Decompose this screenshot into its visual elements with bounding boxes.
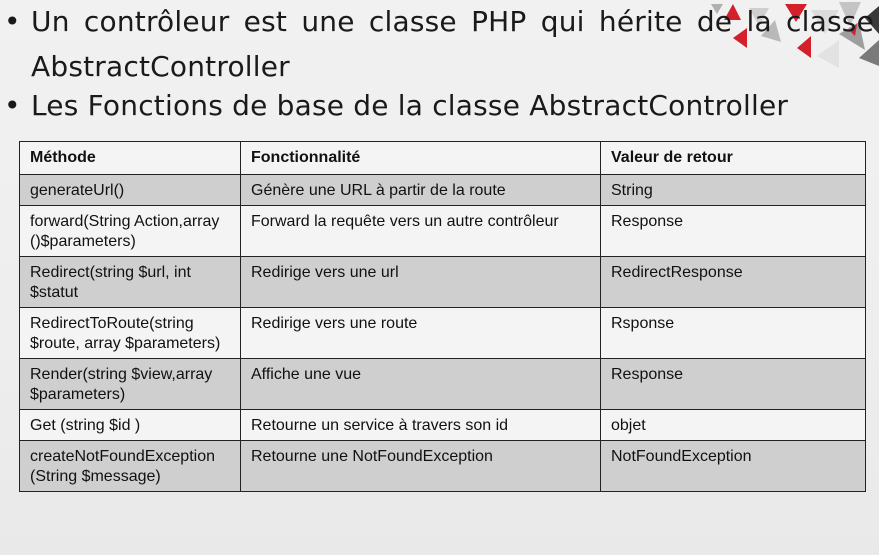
decor-triangle: [817, 40, 839, 68]
bullet-text: Un contrôleur est une classe PHP qui hér…: [31, 5, 874, 38]
decor-triangle: [785, 4, 807, 22]
decor-triangle: [839, 22, 865, 50]
column-header-function: Fonctionnalité: [240, 141, 601, 175]
decor-triangle: [849, 24, 857, 36]
column-header-returns: Valeur de retour: [600, 141, 866, 175]
decor-triangle: [761, 20, 781, 42]
cell-method: generateUrl(): [19, 174, 241, 206]
table-row: generateUrl() Génère une URL à partir de…: [19, 174, 866, 206]
column-header-method: Méthode: [19, 141, 241, 175]
cell-method: forward(String Action,array ()$parameter…: [19, 205, 241, 257]
decor-triangle: [859, 40, 879, 66]
cell-function: Redirige vers une url: [240, 256, 601, 308]
cell-function: Génère une URL à partir de la route: [240, 174, 601, 206]
cell-returns: Response: [600, 358, 866, 410]
cell-method: Render(string $view,array $parameters): [19, 358, 241, 410]
cell-returns: String: [600, 174, 866, 206]
cell-returns: NotFoundException: [600, 440, 866, 492]
decor-triangle: [811, 10, 839, 34]
decor-triangle: [711, 4, 723, 14]
cell-method: createNotFoundException (String $message…: [19, 440, 241, 492]
table-row: createNotFoundException (String $message…: [19, 440, 866, 492]
methods-table: Méthode Fonctionnalité Valeur de retour …: [19, 141, 866, 492]
cell-returns: Rsponse: [600, 307, 866, 359]
cell-method: RedirectToRoute(string $route, array $pa…: [19, 307, 241, 359]
cell-method: Redirect(string $url, int $statut: [19, 256, 241, 308]
table-row: Get (string $id ) Retourne un service à …: [19, 409, 866, 441]
bullet-marker: •: [4, 89, 21, 122]
decor-triangle: [733, 28, 747, 48]
decor-triangle: [749, 8, 769, 26]
cell-returns: objet: [600, 409, 866, 441]
decor-triangle: [724, 4, 741, 20]
cell-function: Redirige vers une route: [240, 307, 601, 359]
decor-triangle: [865, 6, 879, 34]
cell-returns: RedirectResponse: [600, 256, 866, 308]
cell-function: Retourne un service à travers son id: [240, 409, 601, 441]
decor-triangle: [839, 2, 861, 26]
table-row: Render(string $view,array $parameters) A…: [19, 358, 866, 410]
cell-function: Forward la requête vers un autre contrôl…: [240, 205, 601, 257]
decorative-triangles: [711, 2, 879, 68]
table-row: Redirect(string $url, int $statut Rediri…: [19, 256, 866, 308]
bullet-text: Les Fonctions de base de la classe Abstr…: [31, 89, 789, 122]
table-header-row: Méthode Fonctionnalité Valeur de retour: [19, 141, 866, 175]
table-row: forward(String Action,array ()$parameter…: [19, 205, 866, 257]
cell-returns: Response: [600, 205, 866, 257]
bullet-marker: •: [4, 5, 21, 38]
cell-method: Get (string $id ): [19, 409, 241, 441]
decor-triangle: [797, 36, 811, 58]
bullet-text-continued: AbstractController: [31, 50, 290, 83]
table-row: RedirectToRoute(string $route, array $pa…: [19, 307, 866, 359]
cell-function: Retourne une NotFoundException: [240, 440, 601, 492]
cell-function: Affiche une vue: [240, 358, 601, 410]
